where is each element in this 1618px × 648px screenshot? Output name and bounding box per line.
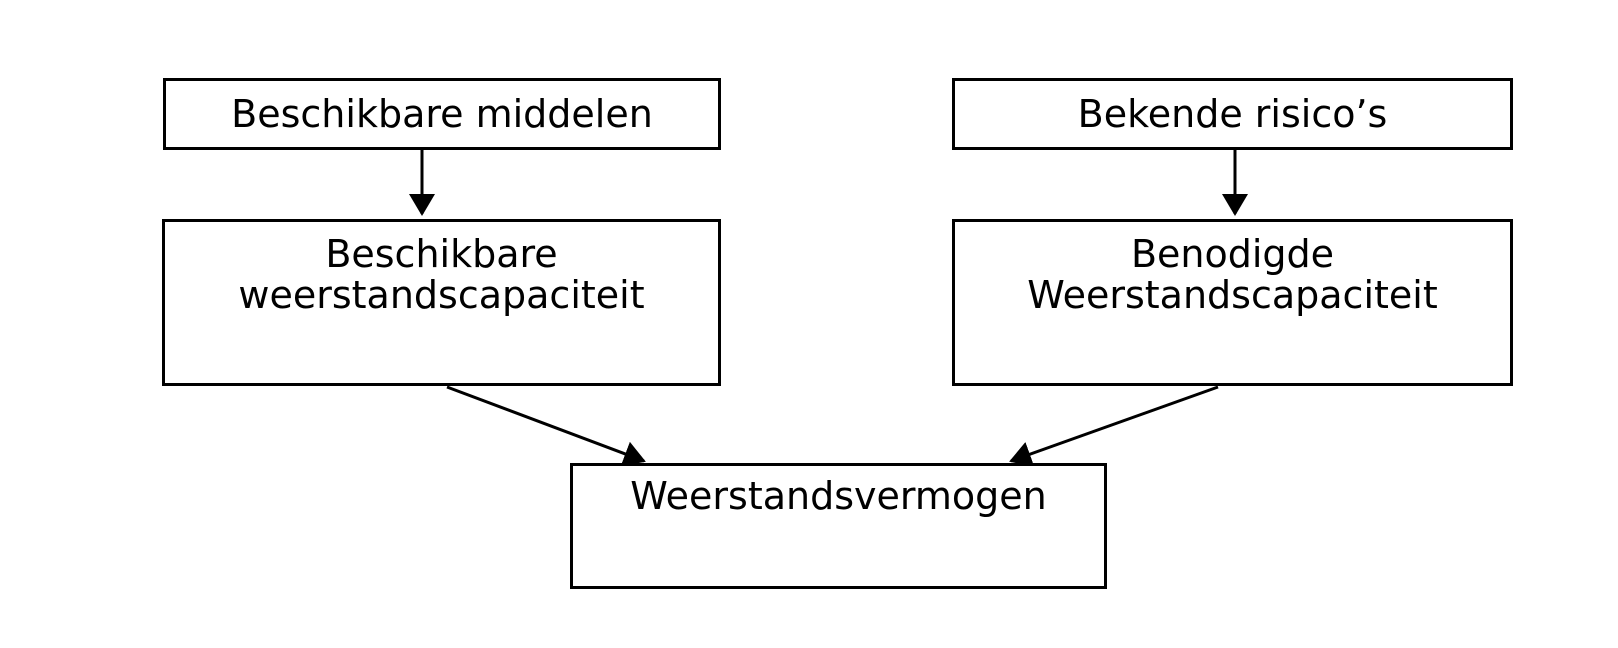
node-beschikbare-middelen: Beschikbare middelen	[163, 78, 721, 150]
node-bekende-risicos: Bekende risico’s	[952, 78, 1513, 150]
arrow-beschikbare-capaciteit-to-weerstandsvermogen	[446, 385, 646, 467]
node-label: Beschikbare middelen	[231, 91, 653, 136]
node-beschikbare-weerstandscapaciteit: Beschikbare weerstandscapaciteit	[162, 219, 721, 386]
node-label: Bekende risico’s	[1077, 91, 1388, 136]
node-label: Weerstandsvermogen	[630, 474, 1047, 518]
node-label-line-2: weerstandscapaciteit	[238, 273, 645, 317]
node-label-line-2: Weerstandscapaciteit	[1027, 273, 1438, 317]
node-label-line-1: Benodigde	[1130, 232, 1335, 276]
node-label-line-1: Beschikbare	[325, 232, 558, 276]
arrow-benodigde-capaciteit-to-weerstandsvermogen	[1009, 385, 1219, 467]
node-weerstandsvermogen: Weerstandsvermogen	[570, 463, 1107, 589]
node-benodigde-weerstandscapaciteit: Benodigde Weerstandscapaciteit	[952, 219, 1513, 386]
